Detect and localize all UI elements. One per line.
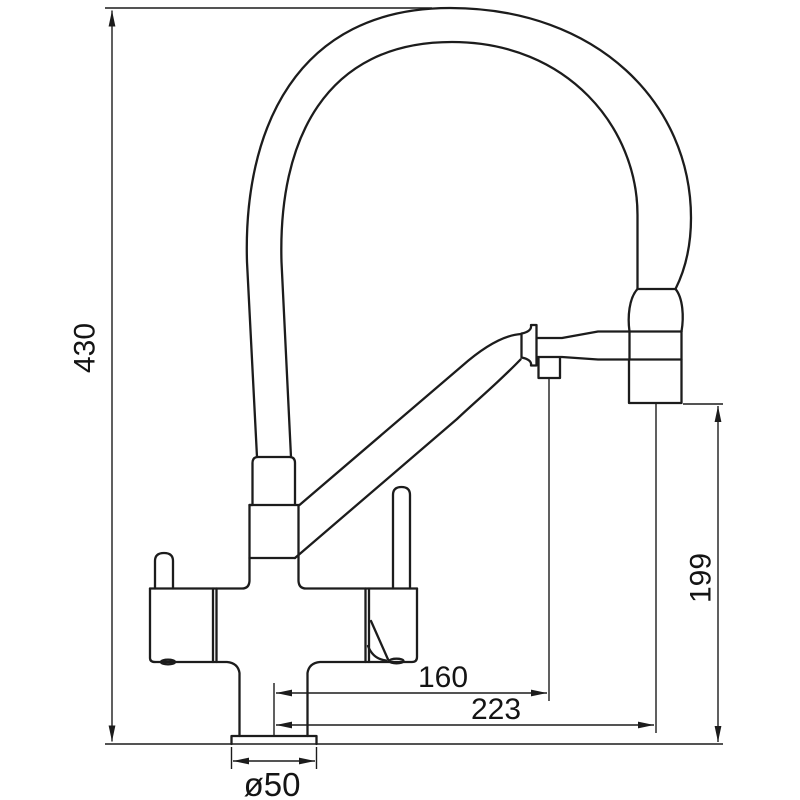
left-handle-knob (153, 551, 175, 590)
spout-arm (293, 332, 523, 560)
right-handle-lever (391, 485, 412, 590)
dimension-label-199: 199 (685, 553, 718, 603)
spray-head (627, 287, 684, 405)
left-handle (153, 551, 218, 666)
spout-tip-and-holder (520, 323, 631, 380)
dimension-label-223: 223 (471, 693, 521, 726)
right-handle (364, 485, 412, 665)
dimension-spray-outlet-height: 199 (683, 403, 723, 742)
spout-aerator (537, 356, 562, 380)
faucet-body (148, 455, 419, 746)
dimension-overall-height: 430 (69, 10, 116, 742)
hose-arch (245, 6, 693, 459)
dimension-spray-reach: 223 (276, 403, 657, 733)
dimension-annotations: 430 160 223 199 (69, 7, 723, 800)
base-flange (230, 734, 318, 746)
dimension-label-diameter-50: ø50 (244, 766, 301, 800)
dimension-label-430: 430 (69, 323, 102, 373)
faucet-outline (148, 6, 693, 746)
spout-tip-flare (520, 323, 538, 367)
dimension-label-160: 160 (418, 661, 468, 694)
dimension-base-diameter: ø50 (230, 747, 318, 800)
dimension-spout-reach: 160 (273, 379, 550, 736)
